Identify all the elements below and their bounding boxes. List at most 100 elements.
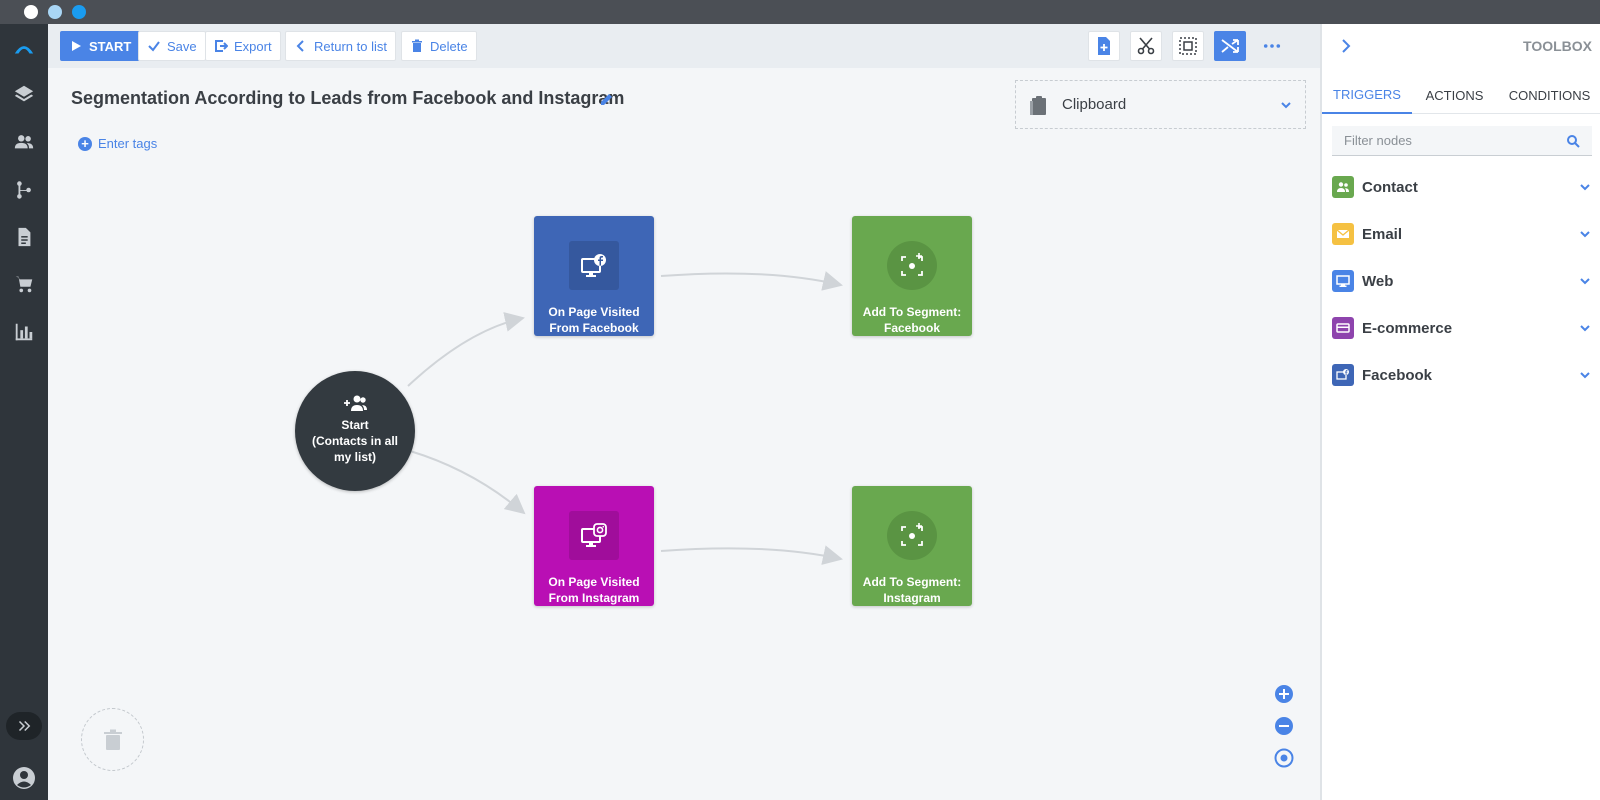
more-options-button[interactable] xyxy=(1256,31,1288,61)
category-label: Contact xyxy=(1362,178,1418,196)
select-area-icon xyxy=(1179,37,1197,55)
start-button[interactable]: START xyxy=(60,31,141,61)
layers-icon[interactable] xyxy=(12,82,36,106)
category-label: E-commerce xyxy=(1362,319,1453,337)
zoom-in-icon[interactable] xyxy=(1274,684,1294,704)
category-contact[interactable]: Contact xyxy=(1332,172,1592,202)
trash-icon xyxy=(103,729,122,750)
toolbox-tabs: TRIGGERS ACTIONS CONDITIONS xyxy=(1322,76,1600,114)
instagram-segment-label: Add To Segment: Instagram xyxy=(862,575,962,605)
add-note-button[interactable] xyxy=(1088,31,1120,61)
start-node[interactable]: Start (Contacts in all my list) xyxy=(295,371,415,491)
instagram-trigger-node[interactable]: On Page Visited From Instagram xyxy=(534,486,654,606)
window-minimize-dot[interactable] xyxy=(48,5,62,19)
facebook-trigger-node[interactable]: On Page Visited From Facebook xyxy=(534,216,654,336)
chevron-down-icon xyxy=(1580,372,1590,379)
toolbox-panel: TOOLBOX TRIGGERS ACTIONS CONDITIONS Cont… xyxy=(1320,24,1600,800)
tab-actions[interactable]: ACTIONS xyxy=(1425,87,1484,103)
save-button-label: Save xyxy=(167,38,197,54)
enter-tags-link[interactable]: + Enter tags xyxy=(78,136,157,151)
cart-icon[interactable] xyxy=(12,272,36,296)
clipboard-dropdown[interactable]: Clipboard xyxy=(1015,80,1306,129)
zoom-out-icon[interactable] xyxy=(1274,716,1294,736)
facebook-page-visit-icon xyxy=(569,241,619,290)
page-title: Segmentation According to Leads from Fac… xyxy=(71,88,625,108)
category-email[interactable]: Email xyxy=(1332,219,1592,249)
chevron-right-icon[interactable] xyxy=(1338,38,1354,54)
auto-layout-button[interactable] xyxy=(1214,31,1246,61)
more-dots-icon xyxy=(1263,44,1281,48)
reports-icon[interactable] xyxy=(12,320,36,344)
window-close-dot[interactable] xyxy=(24,5,38,19)
facebook-trigger-label: On Page Visited From Facebook xyxy=(548,305,640,335)
export-button[interactable]: Export xyxy=(205,31,281,61)
toolbox-header: TOOLBOX xyxy=(1322,24,1600,68)
return-to-list-button[interactable]: Return to list xyxy=(285,31,396,61)
contact-icon xyxy=(1332,176,1354,198)
chevron-left-icon xyxy=(296,40,304,52)
toolbox-title: TOOLBOX xyxy=(1523,38,1592,54)
save-button[interactable]: Save xyxy=(138,31,206,61)
facebook-segment-node[interactable]: Add To Segment: Facebook xyxy=(852,216,972,336)
export-icon xyxy=(215,40,228,52)
start-node-text: Start (Contacts in all my list) xyxy=(311,418,398,464)
search-icon[interactable] xyxy=(1566,134,1580,148)
start-button-label: START xyxy=(89,38,132,54)
workflow-icon[interactable] xyxy=(12,178,36,202)
category-label: Facebook xyxy=(1362,366,1433,384)
category-facebook[interactable]: Facebook xyxy=(1332,360,1592,390)
ecommerce-icon xyxy=(1332,317,1354,339)
chevron-down-icon xyxy=(1580,278,1590,285)
editor-toolbar: START Save Export Return to list Delete xyxy=(48,24,1320,68)
clipboard-icon xyxy=(1030,95,1046,115)
recenter-icon[interactable] xyxy=(1274,748,1294,768)
edit-title-icon[interactable] xyxy=(599,91,615,107)
contacts-icon[interactable] xyxy=(12,130,36,154)
connector-start-to-ig xyxy=(409,450,526,515)
left-nav xyxy=(0,24,48,800)
delete-button-label: Delete xyxy=(430,38,468,54)
document-icon[interactable] xyxy=(12,225,36,249)
export-button-label: Export xyxy=(234,38,272,54)
add-note-icon xyxy=(1098,37,1110,55)
instagram-trigger-label: On Page Visited From Instagram xyxy=(548,575,640,605)
return-to-list-label: Return to list xyxy=(314,38,387,54)
category-label: Email xyxy=(1362,225,1403,243)
category-web[interactable]: Web xyxy=(1332,266,1592,296)
chevron-down-icon xyxy=(1580,184,1590,191)
instagram-segment-node[interactable]: Add To Segment: Instagram xyxy=(852,486,972,606)
instagram-page-visit-icon xyxy=(569,511,619,560)
facebook-icon xyxy=(1332,364,1354,386)
category-label: Web xyxy=(1362,272,1394,290)
trash-dropzone[interactable] xyxy=(81,708,144,771)
add-to-segment-icon xyxy=(887,241,937,290)
tab-conditions[interactable]: CONDITIONS xyxy=(1508,87,1591,103)
plus-circle-icon: + xyxy=(78,136,92,151)
connector-fb-to-segment xyxy=(660,271,843,291)
clipboard-label: Clipboard xyxy=(1062,96,1127,113)
category-ecommerce[interactable]: E-commerce xyxy=(1332,313,1592,343)
check-icon xyxy=(148,41,160,52)
cut-button[interactable] xyxy=(1130,31,1162,61)
window-titlebar xyxy=(0,0,1600,24)
delete-button[interactable]: Delete xyxy=(401,31,477,61)
facebook-segment-label: Add To Segment: Facebook xyxy=(862,305,962,335)
select-area-button[interactable] xyxy=(1172,31,1204,61)
user-avatar-icon[interactable] xyxy=(12,766,36,790)
logo-icon[interactable] xyxy=(12,36,36,60)
add-contacts-icon xyxy=(344,395,367,411)
connector-ig-to-segment xyxy=(660,545,843,565)
scissors-icon xyxy=(1137,37,1155,55)
enter-tags-label: Enter tags xyxy=(98,136,158,151)
expand-nav-button[interactable] xyxy=(6,712,42,740)
chevron-down-icon xyxy=(1281,101,1291,108)
trash-icon xyxy=(412,39,422,52)
workflow-canvas[interactable]: Segmentation According to Leads from Fac… xyxy=(48,68,1320,800)
chevron-down-icon xyxy=(1580,231,1590,238)
window-maximize-dot[interactable] xyxy=(72,5,86,19)
start-node-label: Start (Contacts in all my list) xyxy=(295,417,415,465)
tab-triggers[interactable]: TRIGGERS xyxy=(1322,76,1412,114)
play-icon xyxy=(72,41,81,51)
filter-nodes-input[interactable] xyxy=(1344,133,1566,148)
add-to-segment-icon xyxy=(887,511,937,560)
